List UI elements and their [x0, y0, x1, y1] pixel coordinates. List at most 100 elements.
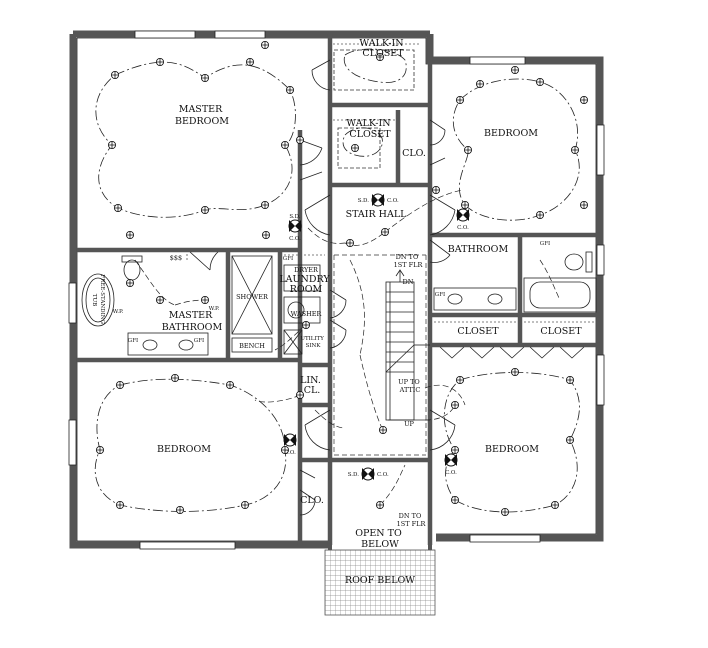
stair-hall-dash	[333, 254, 427, 456]
smoke-co-detector-icon: S.D. C.O.	[288, 214, 302, 242]
closet-rods	[186, 43, 596, 323]
label-linen-closet: LIN. CL.	[300, 375, 324, 396]
ceiling-light-fixture	[566, 375, 575, 384]
label-bedroom-se: BEDROOM	[485, 444, 539, 455]
smoke-co-detector-icon: C.O.	[283, 433, 297, 456]
smoke-co-detector-icon: C.O.	[444, 453, 458, 476]
label-roof-below: ROOF BELOW	[345, 575, 415, 586]
label-wp-1: W.P.	[113, 309, 124, 315]
label-closet-1: CLOSET	[457, 326, 499, 337]
stair-treads	[386, 291, 414, 373]
ceiling-fixtures	[96, 41, 589, 516]
label-master-bathroom: MASTER BATHROOM	[162, 310, 223, 333]
label-dn: DN	[403, 278, 414, 286]
label-gfi-e: GFI	[540, 241, 550, 247]
ceiling-light-fixture	[155, 295, 164, 304]
ceiling-light-fixture	[460, 200, 469, 209]
stair-annotations: DN TO 1ST FLR DN UP TO ATTIC UP DN TO 1S…	[394, 253, 427, 528]
ceiling-light-fixture	[245, 58, 254, 67]
ceiling-light-fixture	[126, 230, 135, 239]
label-bedroom-sw: BEDROOM	[157, 444, 211, 455]
bath-vanity	[433, 287, 517, 311]
roof-below-hatch	[324, 549, 436, 616]
ceiling-light-fixture	[116, 380, 125, 389]
ceiling-light-fixture	[200, 205, 209, 214]
ceiling-light-fixture	[301, 320, 310, 329]
ceiling-light-fixture	[225, 380, 234, 389]
windows	[68, 30, 605, 550]
label-bedroom-ne: BEDROOM	[484, 128, 538, 139]
utility-sink	[283, 329, 303, 355]
ceiling-light-fixture	[116, 500, 125, 509]
sd-label: S.D.	[358, 198, 370, 204]
ceiling-light-fixture	[566, 435, 575, 444]
washer	[283, 296, 321, 324]
ceiling-light-fixture	[155, 58, 164, 67]
ceiling-light-fixture	[240, 500, 249, 509]
label-gfi-b: GFI	[194, 338, 204, 344]
ceiling-light-fixture	[510, 66, 519, 75]
ceiling-light-fixture	[261, 230, 270, 239]
shower-stall	[231, 255, 273, 335]
ceiling-light-fixture	[170, 373, 179, 382]
label-utility-sink: UTILITY SINK	[300, 336, 325, 349]
ceiling-light-fixture	[295, 390, 304, 399]
label-shower: SHOWER	[236, 293, 269, 301]
ceiling-light-fixture	[260, 200, 269, 209]
ceiling-light-fixture	[280, 140, 289, 149]
label-bench: BENCH	[239, 342, 265, 350]
co-label: C.O.	[377, 472, 389, 478]
ceiling-light-fixture	[450, 495, 459, 504]
ceiling-light-fixture	[260, 41, 269, 50]
ceiling-light-fixture	[475, 80, 484, 89]
label-dn-to-1st-lower: DN TO 1ST FLR	[397, 512, 427, 528]
label-open-to-below: OPEN TO BELOW	[355, 528, 405, 550]
ceiling-light-fixture	[450, 445, 459, 454]
toilet	[123, 259, 141, 281]
sd-label: S.D.	[289, 214, 301, 220]
ceiling-light-fixture	[96, 445, 105, 454]
label-gfi-c: GFI	[283, 256, 293, 262]
ceiling-light-fixture	[551, 500, 560, 509]
label-washer: WASHER	[291, 310, 323, 318]
ceiling-light-fixture	[375, 500, 384, 509]
ceiling-light-fixture	[378, 425, 387, 434]
bathroom-fixtures	[433, 251, 597, 313]
label-tub: FREE-STANDING TUB	[91, 274, 105, 325]
staircase	[385, 269, 430, 421]
smoke-co-detectors: S.D.C.O.C.O.S.D.C.O.C.O.S.D.C.O.C.O.	[283, 193, 470, 481]
ceiling-light-fixture	[571, 145, 580, 154]
interior-walls	[77, 34, 600, 545]
toilet-ne	[564, 253, 584, 271]
ceiling-light-fixture	[431, 185, 440, 194]
sd-label: S.D.	[348, 472, 360, 478]
ceiling-light-fixture	[455, 375, 464, 384]
co-label: C.O.	[284, 450, 296, 456]
ceiling-light-fixture	[200, 74, 209, 83]
co-label: C.O.	[445, 470, 457, 476]
ceiling-light-fixture	[114, 203, 123, 212]
label-gfi-d: GFI	[435, 292, 445, 298]
co-label: C.O.	[289, 236, 301, 242]
label-dryer: DRYER	[294, 266, 319, 274]
fixture-labels: SHOWER BENCH DRYER WASHER UTILITY SINK F…	[91, 241, 550, 350]
ceiling-light-fixture	[380, 227, 389, 236]
ceiling-light-fixture	[375, 53, 384, 62]
label-up-to-attic: UP TO ATTIC	[398, 378, 422, 394]
label-gfi-a: GFI	[128, 338, 138, 344]
label-up: UP	[404, 420, 414, 428]
ceiling-light-fixture	[285, 86, 294, 95]
ceiling-light-fixture	[536, 78, 545, 87]
ceiling-light-fixture	[450, 400, 459, 409]
freestanding-tub	[81, 273, 115, 327]
ceiling-light-fixture	[200, 295, 209, 304]
label-master-bedroom: MASTER BEDROOM	[175, 104, 229, 127]
smoke-co-detector-icon: S.D.C.O.	[358, 193, 399, 207]
label-laundry-room: LAUNDRY ROOM	[279, 274, 332, 295]
ceiling-light-fixture	[580, 200, 589, 209]
ceiling-light-fixture	[111, 71, 120, 80]
label-clo-upper: CLO.	[402, 148, 426, 159]
co-label: C.O.	[457, 225, 469, 231]
ceiling-light-fixture	[500, 507, 509, 516]
